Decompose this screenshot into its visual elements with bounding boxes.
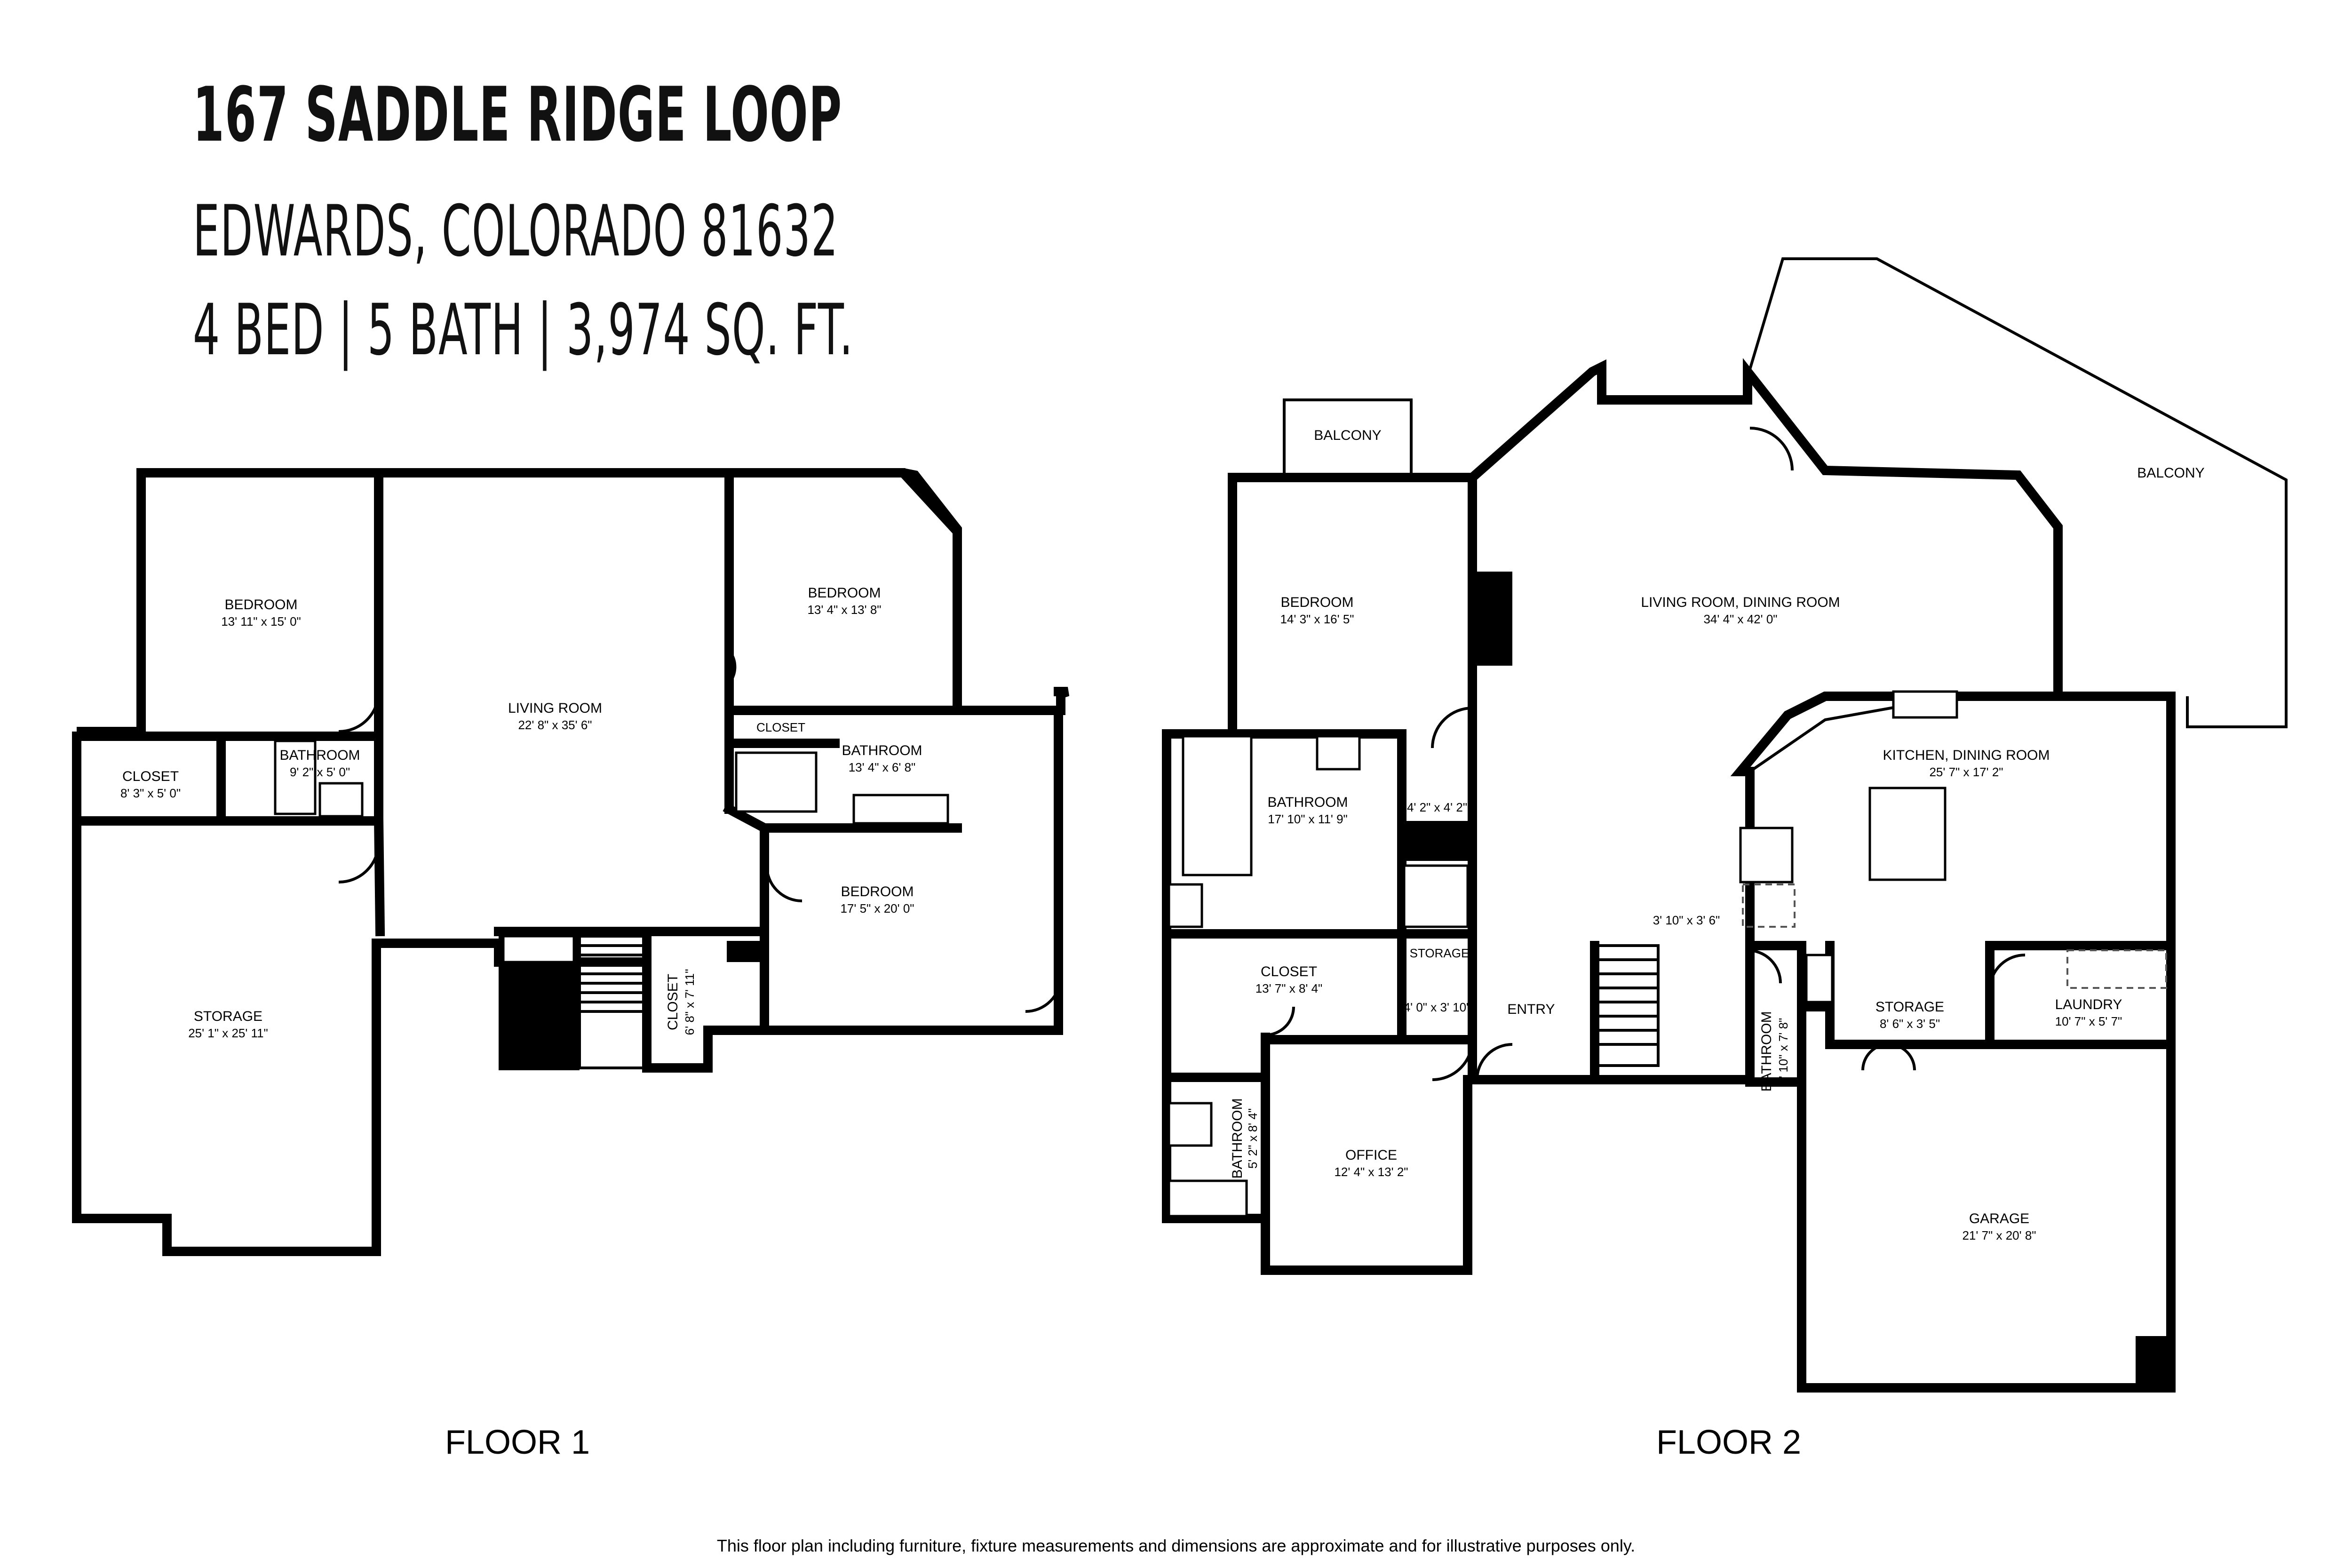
f2-room-name: BATHROOM (1759, 1011, 1774, 1091)
f2-room-name: BALCONY (2137, 465, 2204, 481)
property-stats: 4 BED | 5 BATH | 3,974 SQ. FT. (193, 289, 854, 371)
f1-room-dims: 13' 4" x 13' 8" (807, 603, 881, 617)
f1-room-name: BATHROOM (842, 743, 922, 758)
f2-room-name: CLOSET (1261, 964, 1317, 979)
f2-room-dims: 4' 2" x 4' 2" (1407, 800, 1467, 814)
f2-room-name: ENTRY (1507, 1002, 1555, 1017)
f2-room-dims: 34' 4" x 42' 0" (1703, 612, 1777, 626)
f2-room-name: BALCONY (1314, 428, 1381, 443)
f2-room-dims: 25' 7" x 17' 2" (1929, 765, 2003, 779)
f2-room-name: STORAGE (1410, 946, 1470, 960)
f1-room-dims: 22' 8" x 35' 6" (518, 718, 592, 732)
floor-2-plan (1162, 257, 2288, 1393)
floor-1-plan (72, 468, 1070, 1256)
floor-2-stairs (1596, 944, 1660, 1067)
f1-room-name: CLOSET (122, 769, 179, 784)
f1-room-dims: 6' 8" x 7' 11" (683, 969, 697, 1035)
f2-room-dims: 21' 7" x 20' 8" (1962, 1228, 2036, 1242)
property-city: EDWARDS, COLORADO 81632 (193, 191, 839, 272)
f1-room-dims: 13' 4" x 6' 8" (849, 760, 916, 774)
f1-room-name: BATHROOM (279, 748, 360, 763)
f2-room-name: BEDROOM (1280, 595, 1353, 610)
f2-room-name: BATHROOM (1267, 795, 1348, 810)
f2-room-dims: 5' 2" x 8' 4" (1246, 1108, 1260, 1169)
f2-room-dims: 12' 4" x 13' 2" (1334, 1165, 1408, 1179)
f1-room-name: BEDROOM (224, 597, 297, 613)
f1-room-name: BEDROOM (808, 585, 881, 601)
f1-room-dims: 25' 1" x 25' 11" (188, 1026, 268, 1040)
f2-room-dims: 4' 0" x 3' 10" (1404, 1000, 1471, 1014)
f2-room-dims: 13' 7" x 8' 4" (1255, 981, 1323, 995)
f2-room-name: OFFICE (1345, 1147, 1397, 1163)
f1-room-name: LIVING ROOM (508, 700, 602, 716)
f1-room-dims: 8' 3" x 5' 0" (120, 786, 181, 800)
disclaimer: This floor plan including furniture, fix… (716, 1536, 1636, 1555)
f2-room-name: GARAGE (1969, 1211, 2029, 1226)
f2-room-name: BATHROOM (1230, 1098, 1245, 1178)
floor-2-label: FLOOR 2 (1656, 1424, 1801, 1461)
f2-room-dims: 14' 3" x 16' 5" (1280, 612, 1354, 626)
f2-room-dims: 17' 10" x 11' 9" (1268, 812, 1348, 826)
f2-room-dims: 5' 10" x 7' 8" (1776, 1018, 1790, 1085)
floor-1-stairs (578, 935, 647, 1069)
f1-room-name: CLOSET (665, 974, 681, 1030)
f2-room-dims: 10' 7" x 5' 7" (2055, 1014, 2122, 1028)
f1-room-dims: 17' 5" x 20' 0" (840, 901, 914, 915)
f2-room-name: LAUNDRY (2055, 997, 2122, 1012)
room-labels: BEDROOM 13' 11" x 15' 0" LIVING ROOM 22'… (120, 428, 2205, 1242)
f1-room-name: CLOSET (756, 720, 805, 734)
f1-room-name: STORAGE (194, 1009, 262, 1024)
f1-room-dims: 9' 2" x 5' 0" (290, 765, 350, 779)
floor-1-label: FLOOR 1 (445, 1424, 590, 1461)
f2-room-dims: 8' 6" x 3' 5" (1880, 1017, 1940, 1031)
f2-room-name: STORAGE (1875, 999, 1944, 1015)
property-address: 167 SADDLE RIDGE LOOP (193, 71, 842, 159)
f1-room-name: BEDROOM (841, 884, 914, 899)
f2-room-name: LIVING ROOM, DINING ROOM (1641, 595, 1840, 610)
f2-room-dims: 3' 10" x 3' 6" (1653, 913, 1720, 927)
f2-room-name: KITCHEN, DINING ROOM (1883, 748, 2050, 763)
f1-room-dims: 13' 11" x 15' 0" (221, 614, 301, 629)
